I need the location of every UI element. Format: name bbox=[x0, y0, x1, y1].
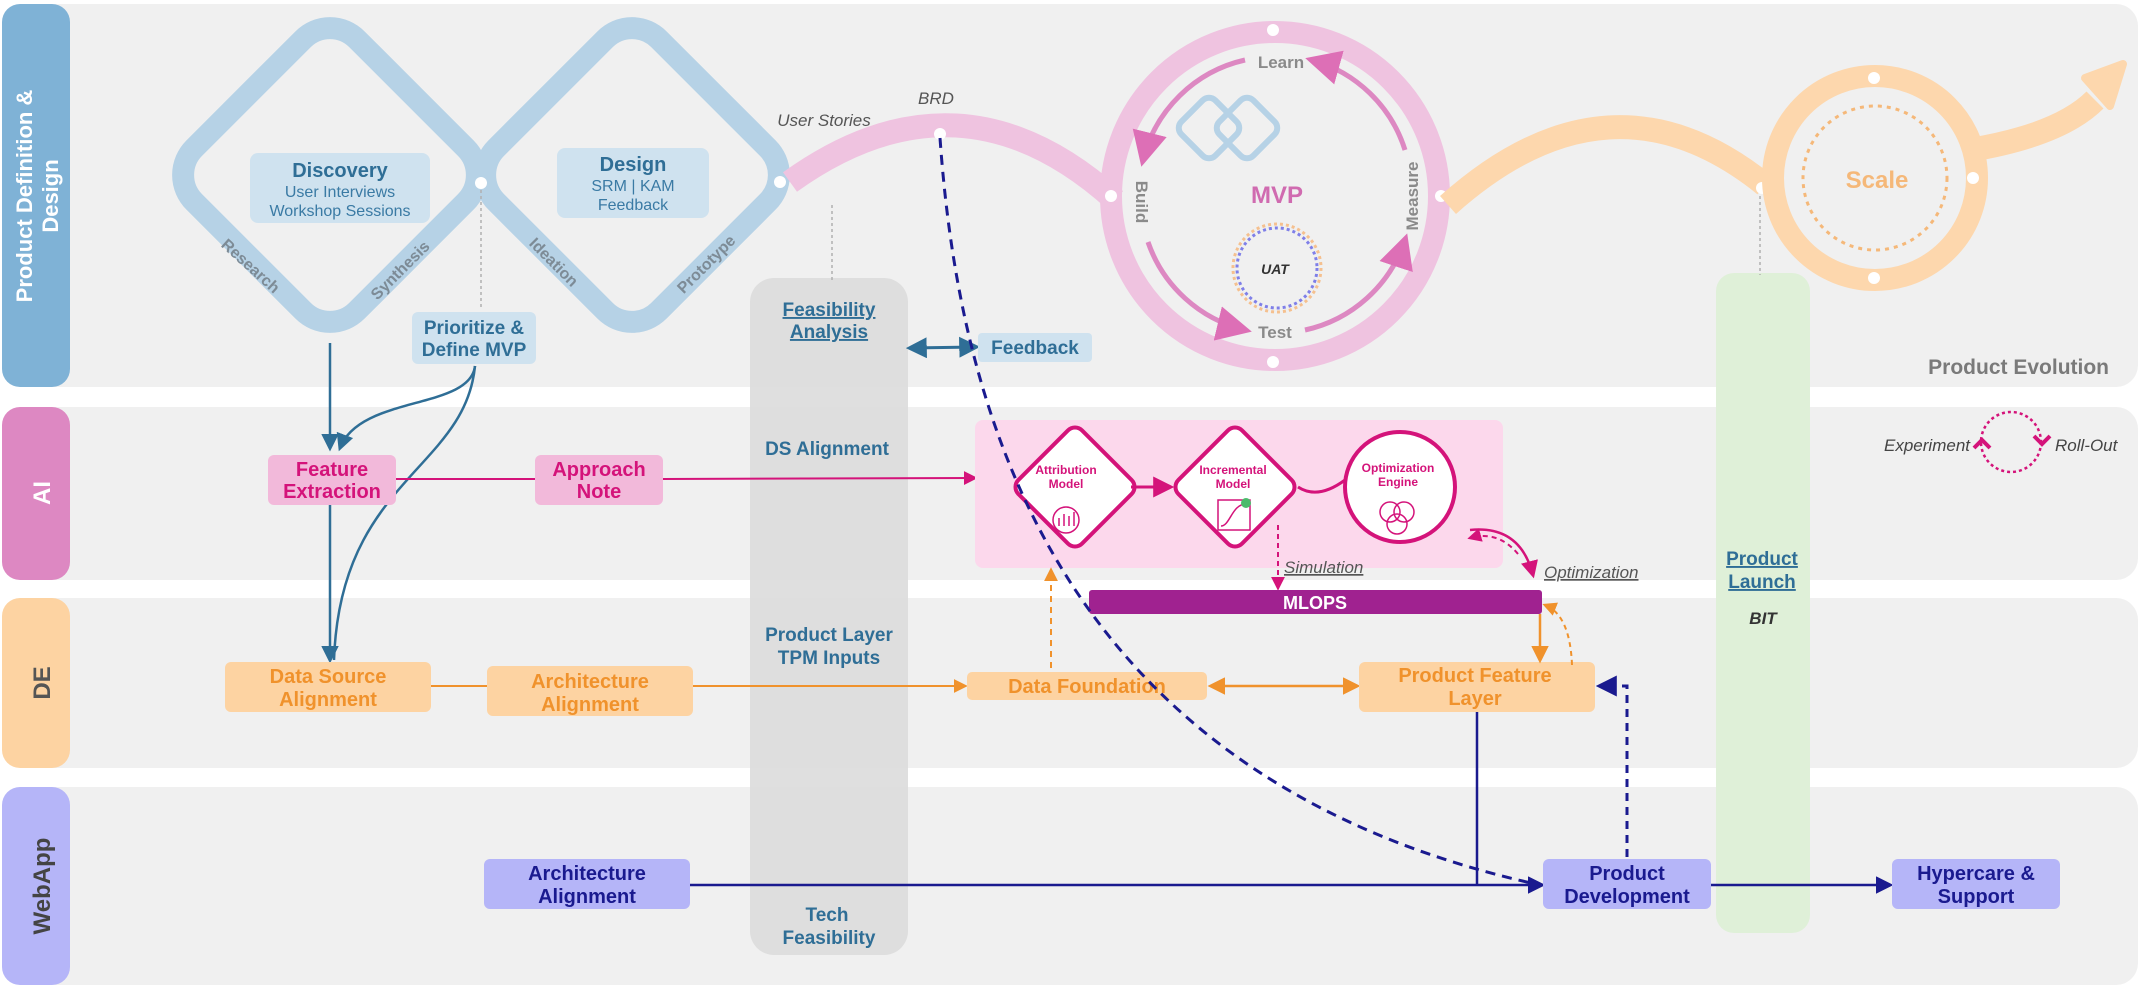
label-learn: Learn bbox=[1258, 53, 1304, 72]
feedback-label: Feedback bbox=[991, 338, 1079, 359]
brd-dashed-connector bbox=[938, 137, 1541, 887]
prioritize-box: Prioritize & Define MVP bbox=[412, 312, 536, 364]
hypercare-line1: Hypercare & bbox=[1917, 863, 2035, 885]
prioritize-line1: Prioritize & bbox=[424, 318, 525, 339]
design-box: Design SRM | KAM Feedback bbox=[557, 148, 709, 218]
de-architecture-line1: Architecture bbox=[531, 671, 649, 693]
product-layer-line2: TPM Inputs bbox=[778, 648, 880, 669]
product-launch-line1: Product bbox=[1726, 549, 1798, 570]
discovery-line2: Workshop Sessions bbox=[269, 203, 410, 220]
incremental-line1: Incremental bbox=[1199, 463, 1266, 477]
mlops-bar: MLOPS bbox=[1089, 590, 1542, 614]
label-measure: Measure bbox=[1403, 162, 1422, 231]
hypercare-line2: Support bbox=[1938, 886, 2015, 908]
discovery-line1: User Interviews bbox=[285, 184, 395, 201]
feature-extraction-box: Feature Extraction bbox=[268, 455, 396, 505]
product-development-box: Product Development bbox=[1543, 859, 1711, 909]
incremental-line2: Model bbox=[1216, 477, 1251, 491]
mlops-label: MLOPS bbox=[1283, 593, 1347, 613]
optimization-engine-line1: Optimization bbox=[1362, 461, 1435, 475]
web-architecture-alignment-box: Architecture Alignment bbox=[484, 859, 690, 909]
data-source-line1: Data Source bbox=[270, 666, 387, 688]
label-build: Build bbox=[1132, 181, 1151, 224]
discovery-box: Discovery User Interviews Workshop Sessi… bbox=[250, 153, 430, 223]
approach-line2: Note bbox=[577, 481, 621, 503]
tech-feasibility-line2: Feasibility bbox=[783, 928, 876, 949]
row-label-de: DE bbox=[29, 666, 56, 699]
bit-label: BIT bbox=[1749, 609, 1778, 628]
orange-arc bbox=[1440, 115, 1773, 214]
pink-arc bbox=[783, 113, 1124, 209]
prioritize-line2: Define MVP bbox=[422, 340, 527, 361]
label-scale: Scale bbox=[1846, 167, 1909, 194]
label-uat: UAT bbox=[1261, 261, 1290, 277]
de-architecture-line2: Alignment bbox=[541, 694, 639, 716]
web-architecture-line1: Architecture bbox=[528, 863, 646, 885]
optimization-engine-line2: Engine bbox=[1378, 475, 1418, 489]
mvp-cycle bbox=[1100, 21, 1450, 371]
label-test: Test bbox=[1258, 323, 1292, 342]
feasibility-analysis-line1: Feasibility bbox=[783, 300, 876, 321]
experiment-label: Experiment bbox=[1884, 436, 1971, 455]
label-product-evolution: Product Evolution bbox=[1928, 356, 2109, 379]
scale-circle bbox=[1762, 60, 2127, 291]
de-architecture-alignment-box: Architecture Alignment bbox=[487, 666, 693, 716]
data-foundation-label: Data Foundation bbox=[1008, 676, 1166, 698]
pfl-line2: Layer bbox=[1448, 688, 1502, 710]
product-launch-column bbox=[1716, 273, 1810, 933]
web-architecture-line2: Alignment bbox=[538, 886, 636, 908]
row-label-pd-line2: Design bbox=[38, 159, 63, 232]
row-label-webapp: WebApp bbox=[29, 838, 56, 935]
feature-line1: Feature bbox=[296, 459, 368, 481]
design-title: Design bbox=[600, 154, 667, 176]
pfl-line1: Product Feature bbox=[1398, 665, 1551, 687]
product-dev-line2: Development bbox=[1564, 886, 1690, 908]
double-diamond bbox=[172, 17, 790, 333]
attribution-line2: Model bbox=[1049, 477, 1084, 491]
hypercare-support-box: Hypercare & Support bbox=[1892, 859, 2060, 909]
approach-line1: Approach bbox=[552, 459, 645, 481]
data-foundation-box: Data Foundation bbox=[967, 672, 1207, 700]
attribution-line1: Attribution bbox=[1035, 463, 1096, 477]
product-feature-layer-box: Product Feature Layer bbox=[1359, 662, 1595, 712]
feasibility-analysis-line2: Analysis bbox=[790, 322, 868, 343]
label-mvp: MVP bbox=[1251, 182, 1303, 209]
feature-line2: Extraction bbox=[283, 481, 381, 503]
rollout-label: Roll-Out bbox=[2055, 436, 2119, 455]
ds-alignment: DS Alignment bbox=[765, 439, 890, 460]
data-source-line2: Alignment bbox=[279, 689, 377, 711]
design-line2: Feedback bbox=[598, 197, 669, 214]
product-dev-line1: Product bbox=[1589, 863, 1665, 885]
product-launch-line2: Launch bbox=[1728, 572, 1796, 593]
product-layer-line1: Product Layer bbox=[765, 625, 893, 646]
row-label-ai: AI bbox=[29, 481, 56, 505]
tech-feasibility-line1: Tech bbox=[806, 905, 849, 926]
data-source-alignment-box: Data Source Alignment bbox=[225, 662, 431, 712]
discovery-title: Discovery bbox=[292, 160, 388, 182]
label-brd: BRD bbox=[918, 89, 954, 108]
feedback-arrow bbox=[905, 336, 981, 359]
approach-note-box: Approach Note bbox=[535, 455, 663, 505]
experiment-rollout-icon bbox=[1972, 410, 2052, 474]
simulation-label: Simulation bbox=[1284, 558, 1363, 577]
design-line1: SRM | KAM bbox=[591, 178, 674, 195]
optimization-label: Optimization bbox=[1544, 563, 1638, 582]
feasibility-column bbox=[750, 278, 908, 955]
feedback-box: Feedback bbox=[978, 333, 1092, 362]
label-user-stories: User Stories bbox=[777, 111, 871, 130]
row-label-pd-line1: Product Definition & bbox=[12, 90, 37, 303]
models-panel bbox=[975, 420, 1503, 568]
